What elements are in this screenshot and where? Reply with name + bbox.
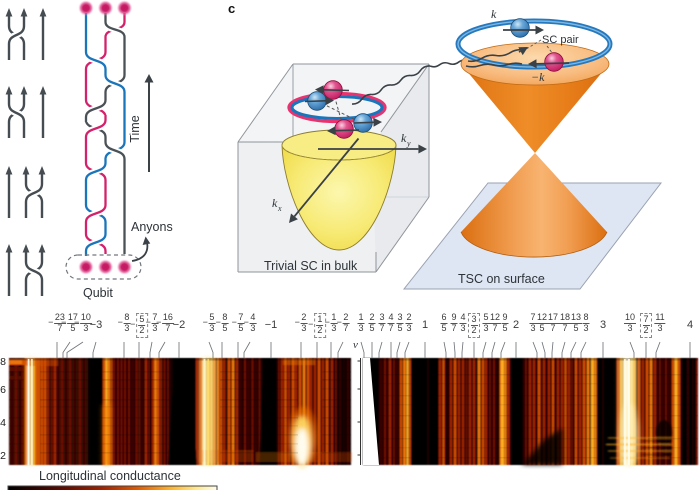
svg-text:Longitudinal conductance: Longitudinal conductance	[39, 469, 181, 483]
svg-text:−k: −k	[531, 70, 545, 84]
svg-text:8: 8	[0, 356, 6, 368]
svg-text:Time: Time	[128, 115, 142, 142]
svg-text:TSC on surface: TSC on surface	[458, 272, 545, 286]
svg-text:ν: ν	[353, 339, 358, 351]
svg-text:x: x	[277, 204, 282, 213]
svg-text:SC pair: SC pair	[542, 34, 579, 46]
svg-text:Trivial SC in bulk: Trivial SC in bulk	[264, 259, 358, 273]
svg-text:Qubit: Qubit	[83, 286, 113, 300]
svg-text:k: k	[491, 7, 497, 21]
svg-text:4: 4	[0, 417, 6, 429]
svg-text:6: 6	[0, 384, 6, 396]
svg-text:k: k	[272, 196, 278, 210]
svg-text:k: k	[401, 131, 407, 145]
svg-text:Anyons: Anyons	[131, 220, 173, 234]
svg-text:c: c	[228, 1, 235, 16]
svg-text:y: y	[406, 139, 411, 148]
svg-text:2: 2	[0, 450, 6, 462]
